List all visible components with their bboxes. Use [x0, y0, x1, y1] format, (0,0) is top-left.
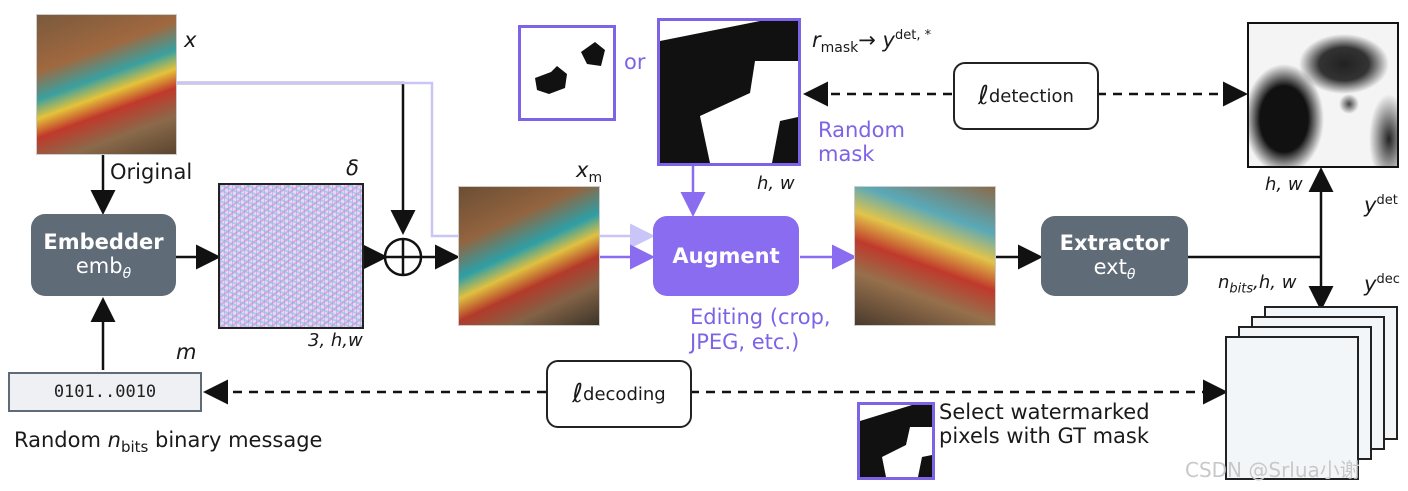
embedder-sub: embθ: [75, 254, 132, 283]
decoding-map-layer-1: [1225, 336, 1359, 480]
label-editing-1: Editing (crop,: [690, 305, 831, 329]
extractor-box: Extractor extθ: [1041, 216, 1188, 296]
random-mask-shape: [660, 21, 798, 163]
extractor-title: Extractor: [1059, 231, 1170, 255]
binary-message-box: 0101..0010: [8, 372, 202, 412]
label-select-1: Select watermarked: [939, 400, 1150, 424]
original-image: [36, 14, 177, 155]
embedder-title: Embedder: [43, 230, 164, 254]
random-mask-image: [657, 18, 801, 166]
extractor-sub: extθ: [1093, 255, 1136, 284]
object-mask-thumb: [518, 25, 616, 121]
label-nbits-hw: nbits,h, w: [1218, 272, 1297, 297]
label-hw-det: h, w: [1265, 174, 1303, 195]
label-hw-mask: h, w: [757, 173, 795, 194]
label-random-message: Random nbits binary message: [14, 428, 323, 457]
label-delta: δ: [346, 156, 359, 180]
label-random-mask-2: mask: [818, 142, 875, 166]
watermarked-image-xm: [458, 186, 600, 326]
label-editing-2: JPEG, etc.): [690, 330, 800, 354]
embedder-box: Embedder embθ: [31, 214, 176, 296]
label-random-mask-1: Random: [818, 118, 905, 142]
gt-mask-thumb: [857, 402, 935, 480]
label-rmask: rmask→ ydet, *: [812, 28, 932, 57]
label-original: Original: [110, 160, 193, 184]
label-or: or: [624, 50, 646, 74]
label-m: m: [176, 340, 197, 364]
label-select-2: pixels with GT mask: [939, 424, 1149, 448]
csdn-watermark: CSDN @Srlua小谢: [1185, 458, 1360, 482]
label-ydet: ydet: [1364, 193, 1398, 217]
watermark-noise-delta: [218, 183, 364, 329]
detection-output-map: [1247, 22, 1399, 168]
object-mask-shape: [535, 42, 605, 94]
label-xm: xm: [576, 158, 603, 187]
augment-box: Augment: [653, 216, 799, 296]
label-ydec: ydec: [1364, 272, 1400, 296]
gt-mask-shape: [860, 405, 932, 477]
edited-image: [854, 186, 996, 326]
label-x: x: [184, 28, 197, 52]
label-dims-3hw: 3, h,w: [308, 330, 363, 351]
